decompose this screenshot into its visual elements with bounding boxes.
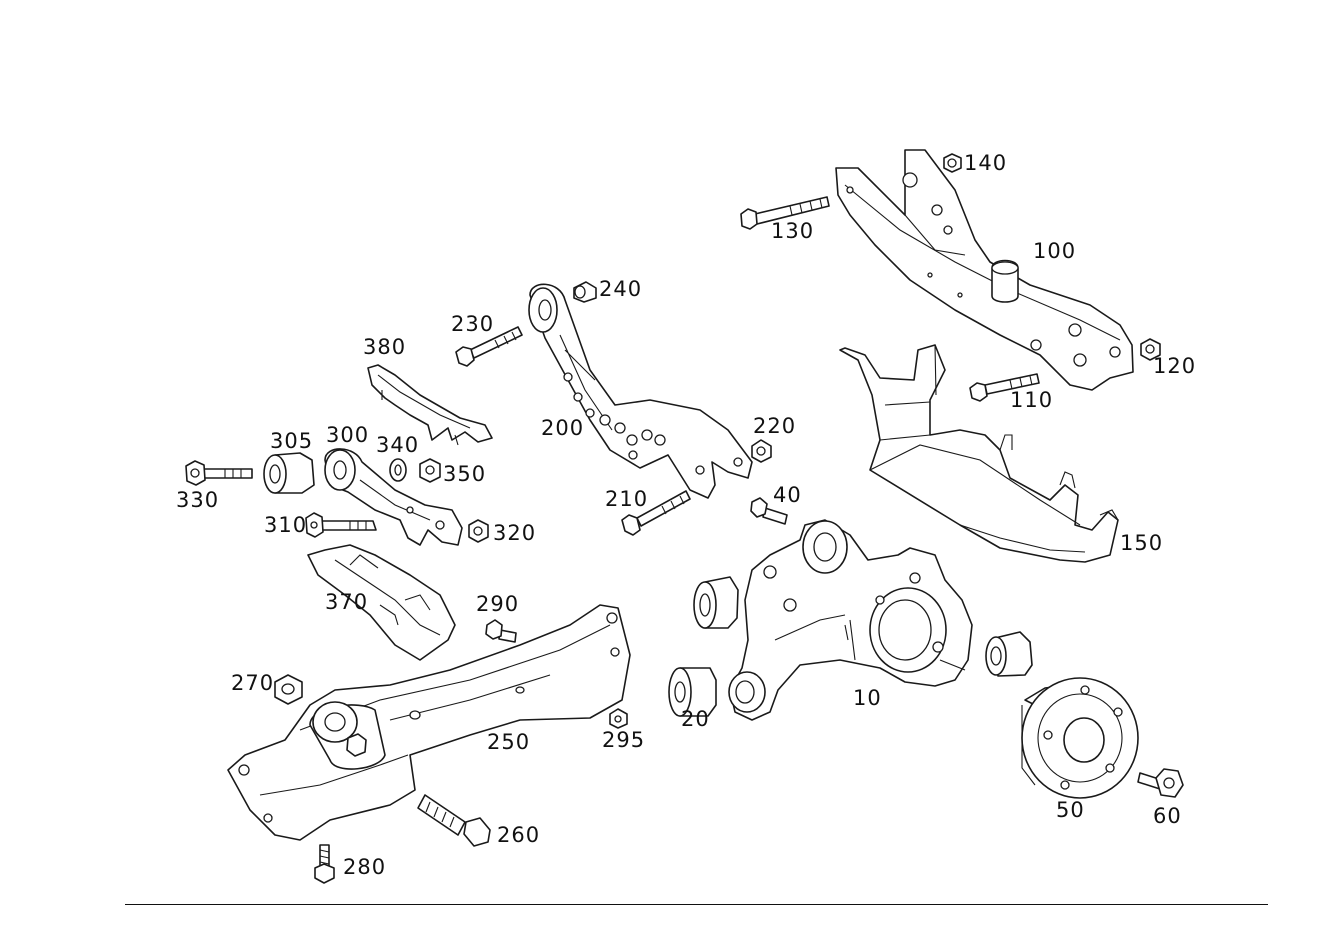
- label-50: 50: [1056, 798, 1085, 822]
- nut-350[interactable]: [419, 458, 441, 483]
- label-10: 10: [853, 686, 882, 710]
- bushing-20[interactable]: [668, 667, 717, 717]
- subframe-crossmember[interactable]: [835, 149, 1134, 391]
- label-110: 110: [1010, 388, 1054, 412]
- trailing-arm-250[interactable]: [227, 604, 631, 841]
- underbody-cover-150[interactable]: [839, 344, 1119, 563]
- label-295: 295: [602, 728, 646, 752]
- label-200: 200: [541, 416, 585, 440]
- bolt-110[interactable]: [969, 373, 1040, 402]
- nut-320[interactable]: [468, 519, 489, 543]
- label-250: 250: [487, 730, 531, 754]
- bushing-305[interactable]: [263, 452, 315, 494]
- label-220: 220: [753, 414, 797, 438]
- label-40: 40: [773, 483, 802, 507]
- label-305: 305: [270, 429, 314, 453]
- bolt-40[interactable]: [750, 497, 788, 525]
- label-300: 300: [326, 423, 370, 447]
- wheel-hub-50[interactable]: [1021, 677, 1139, 799]
- bolt-280[interactable]: [314, 844, 335, 884]
- control-arm-200[interactable]: [528, 283, 753, 499]
- label-60: 60: [1153, 804, 1182, 828]
- label-350: 350: [443, 462, 487, 486]
- label-210: 210: [605, 487, 649, 511]
- label-230: 230: [451, 312, 495, 336]
- nut-220[interactable]: [751, 439, 772, 463]
- label-270: 270: [231, 671, 275, 695]
- bushing-240[interactable]: [573, 281, 597, 303]
- label-340: 340: [376, 433, 420, 457]
- bolt-60[interactable]: [1137, 768, 1184, 798]
- nut-270[interactable]: [274, 674, 303, 705]
- bolt-230[interactable]: [455, 326, 523, 367]
- bolt-130[interactable]: [740, 196, 830, 230]
- label-380: 380: [363, 335, 407, 359]
- bushing-upper-20[interactable]: [693, 576, 739, 629]
- bracket-370[interactable]: [307, 544, 456, 661]
- label-290: 290: [476, 592, 520, 616]
- label-310: 310: [264, 513, 308, 537]
- label-150: 150: [1120, 531, 1164, 555]
- bolt-210[interactable]: [621, 490, 691, 536]
- bolt-260[interactable]: [417, 794, 491, 847]
- bolt-330[interactable]: [185, 460, 253, 486]
- footer-rule: [125, 904, 1268, 905]
- bolt-290[interactable]: [485, 619, 517, 643]
- bolt-310[interactable]: [305, 512, 377, 538]
- label-120: 120: [1153, 354, 1197, 378]
- label-330: 330: [176, 488, 220, 512]
- nut-140[interactable]: [943, 153, 962, 173]
- label-320: 320: [493, 521, 537, 545]
- bracket-380[interactable]: [367, 364, 493, 446]
- wheel-carrier-10[interactable]: [728, 519, 973, 721]
- nut-295[interactable]: [609, 708, 628, 729]
- label-260: 260: [497, 823, 541, 847]
- bushing-right[interactable]: [985, 631, 1033, 677]
- label-240: 240: [599, 277, 643, 301]
- label-20: 20: [681, 707, 710, 731]
- label-100: 100: [1033, 239, 1077, 263]
- nut-120[interactable]: [1140, 338, 1161, 361]
- label-280: 280: [343, 855, 387, 879]
- label-140: 140: [964, 151, 1008, 175]
- washer-340[interactable]: [389, 458, 407, 482]
- label-370: 370: [325, 590, 369, 614]
- label-130: 130: [771, 219, 815, 243]
- control-arm-300[interactable]: [324, 448, 463, 546]
